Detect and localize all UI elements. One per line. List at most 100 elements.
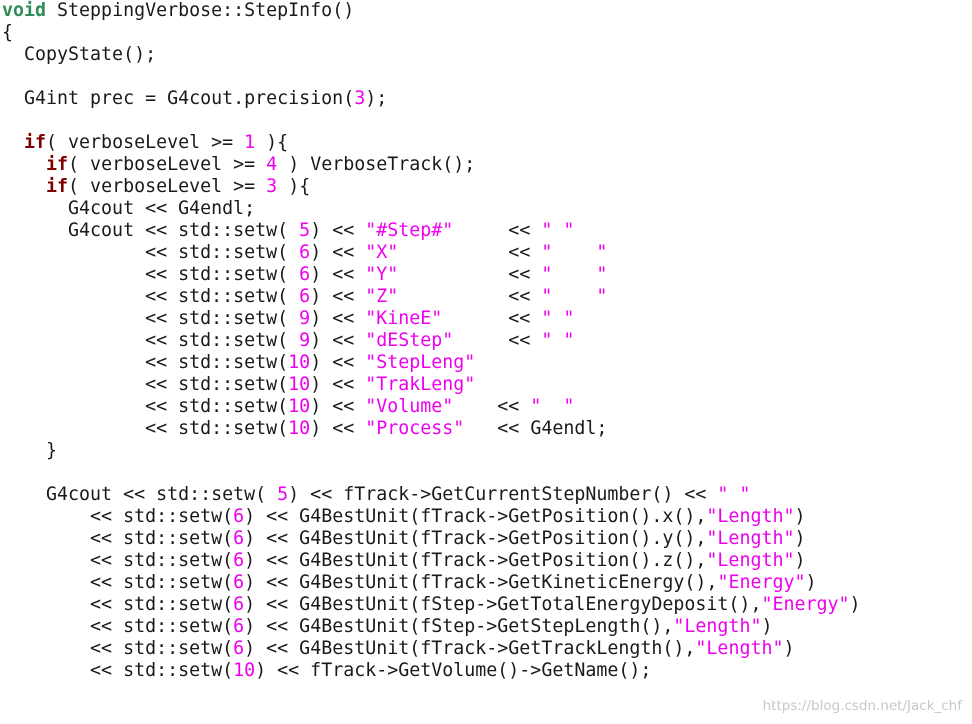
number-literal: 10 — [233, 660, 256, 681]
code-text — [2, 132, 24, 153]
number-literal: 1 — [244, 132, 256, 153]
code-text: << std::setw( — [2, 264, 300, 285]
code-text: ) << — [310, 264, 366, 285]
number-literal: 4 — [266, 154, 278, 175]
code-text: ( verboseLevel >= — [46, 132, 245, 153]
string-literal: "Energy" — [761, 594, 850, 615]
string-literal: "Length" — [706, 528, 795, 549]
type-token: void — [2, 0, 47, 21]
code-text: << std::setw( — [2, 638, 234, 659]
code-text: << — [398, 286, 542, 307]
number-literal: 5 — [299, 220, 311, 241]
code-text: << — [453, 330, 542, 351]
code-line: if( verboseLevel >= 1 ){ — [2, 132, 861, 154]
code-line: << std::setw(6) << G4BestUnit(fTrack->Ge… — [2, 572, 861, 594]
code-text: << std::setw( — [2, 616, 234, 637]
code-line: << std::setw(6) << G4BestUnit(fTrack->Ge… — [2, 638, 861, 660]
code-text: << std::setw( — [2, 352, 289, 373]
code-line: G4cout << G4endl; — [2, 198, 861, 220]
code-line: << std::setw(6) << G4BestUnit(fTrack->Ge… — [2, 528, 861, 550]
string-literal: " " — [541, 330, 575, 351]
code-text: << std::setw( — [2, 550, 234, 571]
code-text: ) << G4BestUnit(fTrack->GetPosition().y(… — [244, 528, 707, 549]
watermark: https://blog.csdn.net/Jack_chf — [762, 698, 962, 714]
code-line: if( verboseLevel >= 4 ) VerboseTrack(); — [2, 154, 861, 176]
code-text: CopyState(); — [2, 44, 157, 65]
code-text: << — [442, 308, 542, 329]
number-literal: 6 — [299, 242, 311, 263]
code-text: ) << G4BestUnit(fTrack->GetPosition().z(… — [244, 550, 707, 571]
code-line: << std::setw(6) << G4BestUnit(fTrack->Ge… — [2, 550, 861, 572]
string-literal: "dEStep" — [365, 330, 454, 351]
number-literal: 3 — [266, 176, 278, 197]
code-text: G4int prec = G4cout.precision( — [2, 88, 355, 109]
code-text: ) — [761, 616, 773, 637]
string-literal: "Process" — [365, 418, 465, 439]
number-literal: 10 — [288, 352, 311, 373]
code-text: ) << — [310, 396, 366, 417]
string-literal: "Length" — [673, 616, 762, 637]
code-text: ) << — [310, 374, 366, 395]
code-text: << std::setw( — [2, 418, 289, 439]
keyword-token: if — [46, 154, 69, 175]
string-literal: " " — [541, 264, 608, 285]
code-text: G4cout << G4endl; — [2, 198, 256, 219]
code-text: ) << — [310, 286, 366, 307]
number-literal: 6 — [299, 264, 311, 285]
code-text: << std::setw( — [2, 660, 234, 681]
string-literal: "StepLeng" — [365, 352, 476, 373]
number-literal: 6 — [233, 572, 245, 593]
number-literal: 10 — [288, 374, 311, 395]
code-line — [2, 110, 861, 132]
code-text: ) << — [310, 220, 366, 241]
code-text: << — [453, 396, 531, 417]
code-line: << std::setw(6) << G4BestUnit(fTrack->Ge… — [2, 506, 861, 528]
code-line: void SteppingVerbose::StepInfo() — [2, 0, 861, 22]
code-line: << std::setw(10) << fTrack->GetVolume()-… — [2, 660, 861, 682]
code-text: ) << — [310, 352, 366, 373]
string-literal: "Y" — [365, 264, 399, 285]
string-literal: "Length" — [706, 506, 795, 527]
keyword-token: if — [24, 132, 47, 153]
code-editor[interactable]: void SteppingVerbose::StepInfo(){ CopySt… — [2, 0, 861, 682]
code-text: ) << G4BestUnit(fTrack->GetKineticEnergy… — [244, 572, 718, 593]
string-literal: "Z" — [365, 286, 399, 307]
code-line: G4int prec = G4cout.precision(3); — [2, 88, 861, 110]
code-line: } — [2, 440, 861, 462]
code-text: << — [453, 220, 542, 241]
code-line: << std::setw(10) << "Volume" << " " — [2, 396, 861, 418]
string-literal: " " — [530, 396, 575, 417]
code-text: ) << — [310, 418, 366, 439]
number-literal: 9 — [299, 330, 311, 351]
code-text: G4cout << std::setw( — [2, 484, 278, 505]
code-text: ) << G4BestUnit(fStep->GetStepLength(), — [244, 616, 674, 637]
number-literal: 6 — [233, 506, 245, 527]
number-literal: 10 — [288, 418, 311, 439]
number-literal: 3 — [354, 88, 366, 109]
string-literal: " " — [541, 286, 608, 307]
code-line: << std::setw(10) << "TrakLeng" — [2, 374, 861, 396]
number-literal: 9 — [299, 308, 311, 329]
code-text: << std::setw( — [2, 528, 234, 549]
code-text: } — [2, 440, 58, 461]
string-literal: "Energy" — [717, 572, 806, 593]
string-literal: "#Step#" — [365, 220, 454, 241]
code-text: ) << — [310, 330, 366, 351]
code-text: ) << G4BestUnit(fTrack->GetPosition().x(… — [244, 506, 707, 527]
string-literal: "Length" — [695, 638, 784, 659]
code-line: { — [2, 22, 861, 44]
code-line: << std::setw( 9) << "KineE" << " " — [2, 308, 861, 330]
code-text: ) — [794, 506, 806, 527]
code-text: << — [398, 264, 542, 285]
code-line: << std::setw( 6) << "Y" << " " — [2, 264, 861, 286]
number-literal: 10 — [288, 396, 311, 417]
code-text: << std::setw( — [2, 594, 234, 615]
code-text: ) — [805, 572, 817, 593]
code-line: << std::setw( 6) << "Z" << " " — [2, 286, 861, 308]
number-literal: 5 — [277, 484, 289, 505]
code-text: << std::setw( — [2, 572, 234, 593]
string-literal: "Volume" — [365, 396, 454, 417]
code-line: << std::setw(6) << G4BestUnit(fStep->Get… — [2, 594, 860, 616]
number-literal: 6 — [233, 616, 245, 637]
code-text: << std::setw( — [2, 506, 234, 527]
